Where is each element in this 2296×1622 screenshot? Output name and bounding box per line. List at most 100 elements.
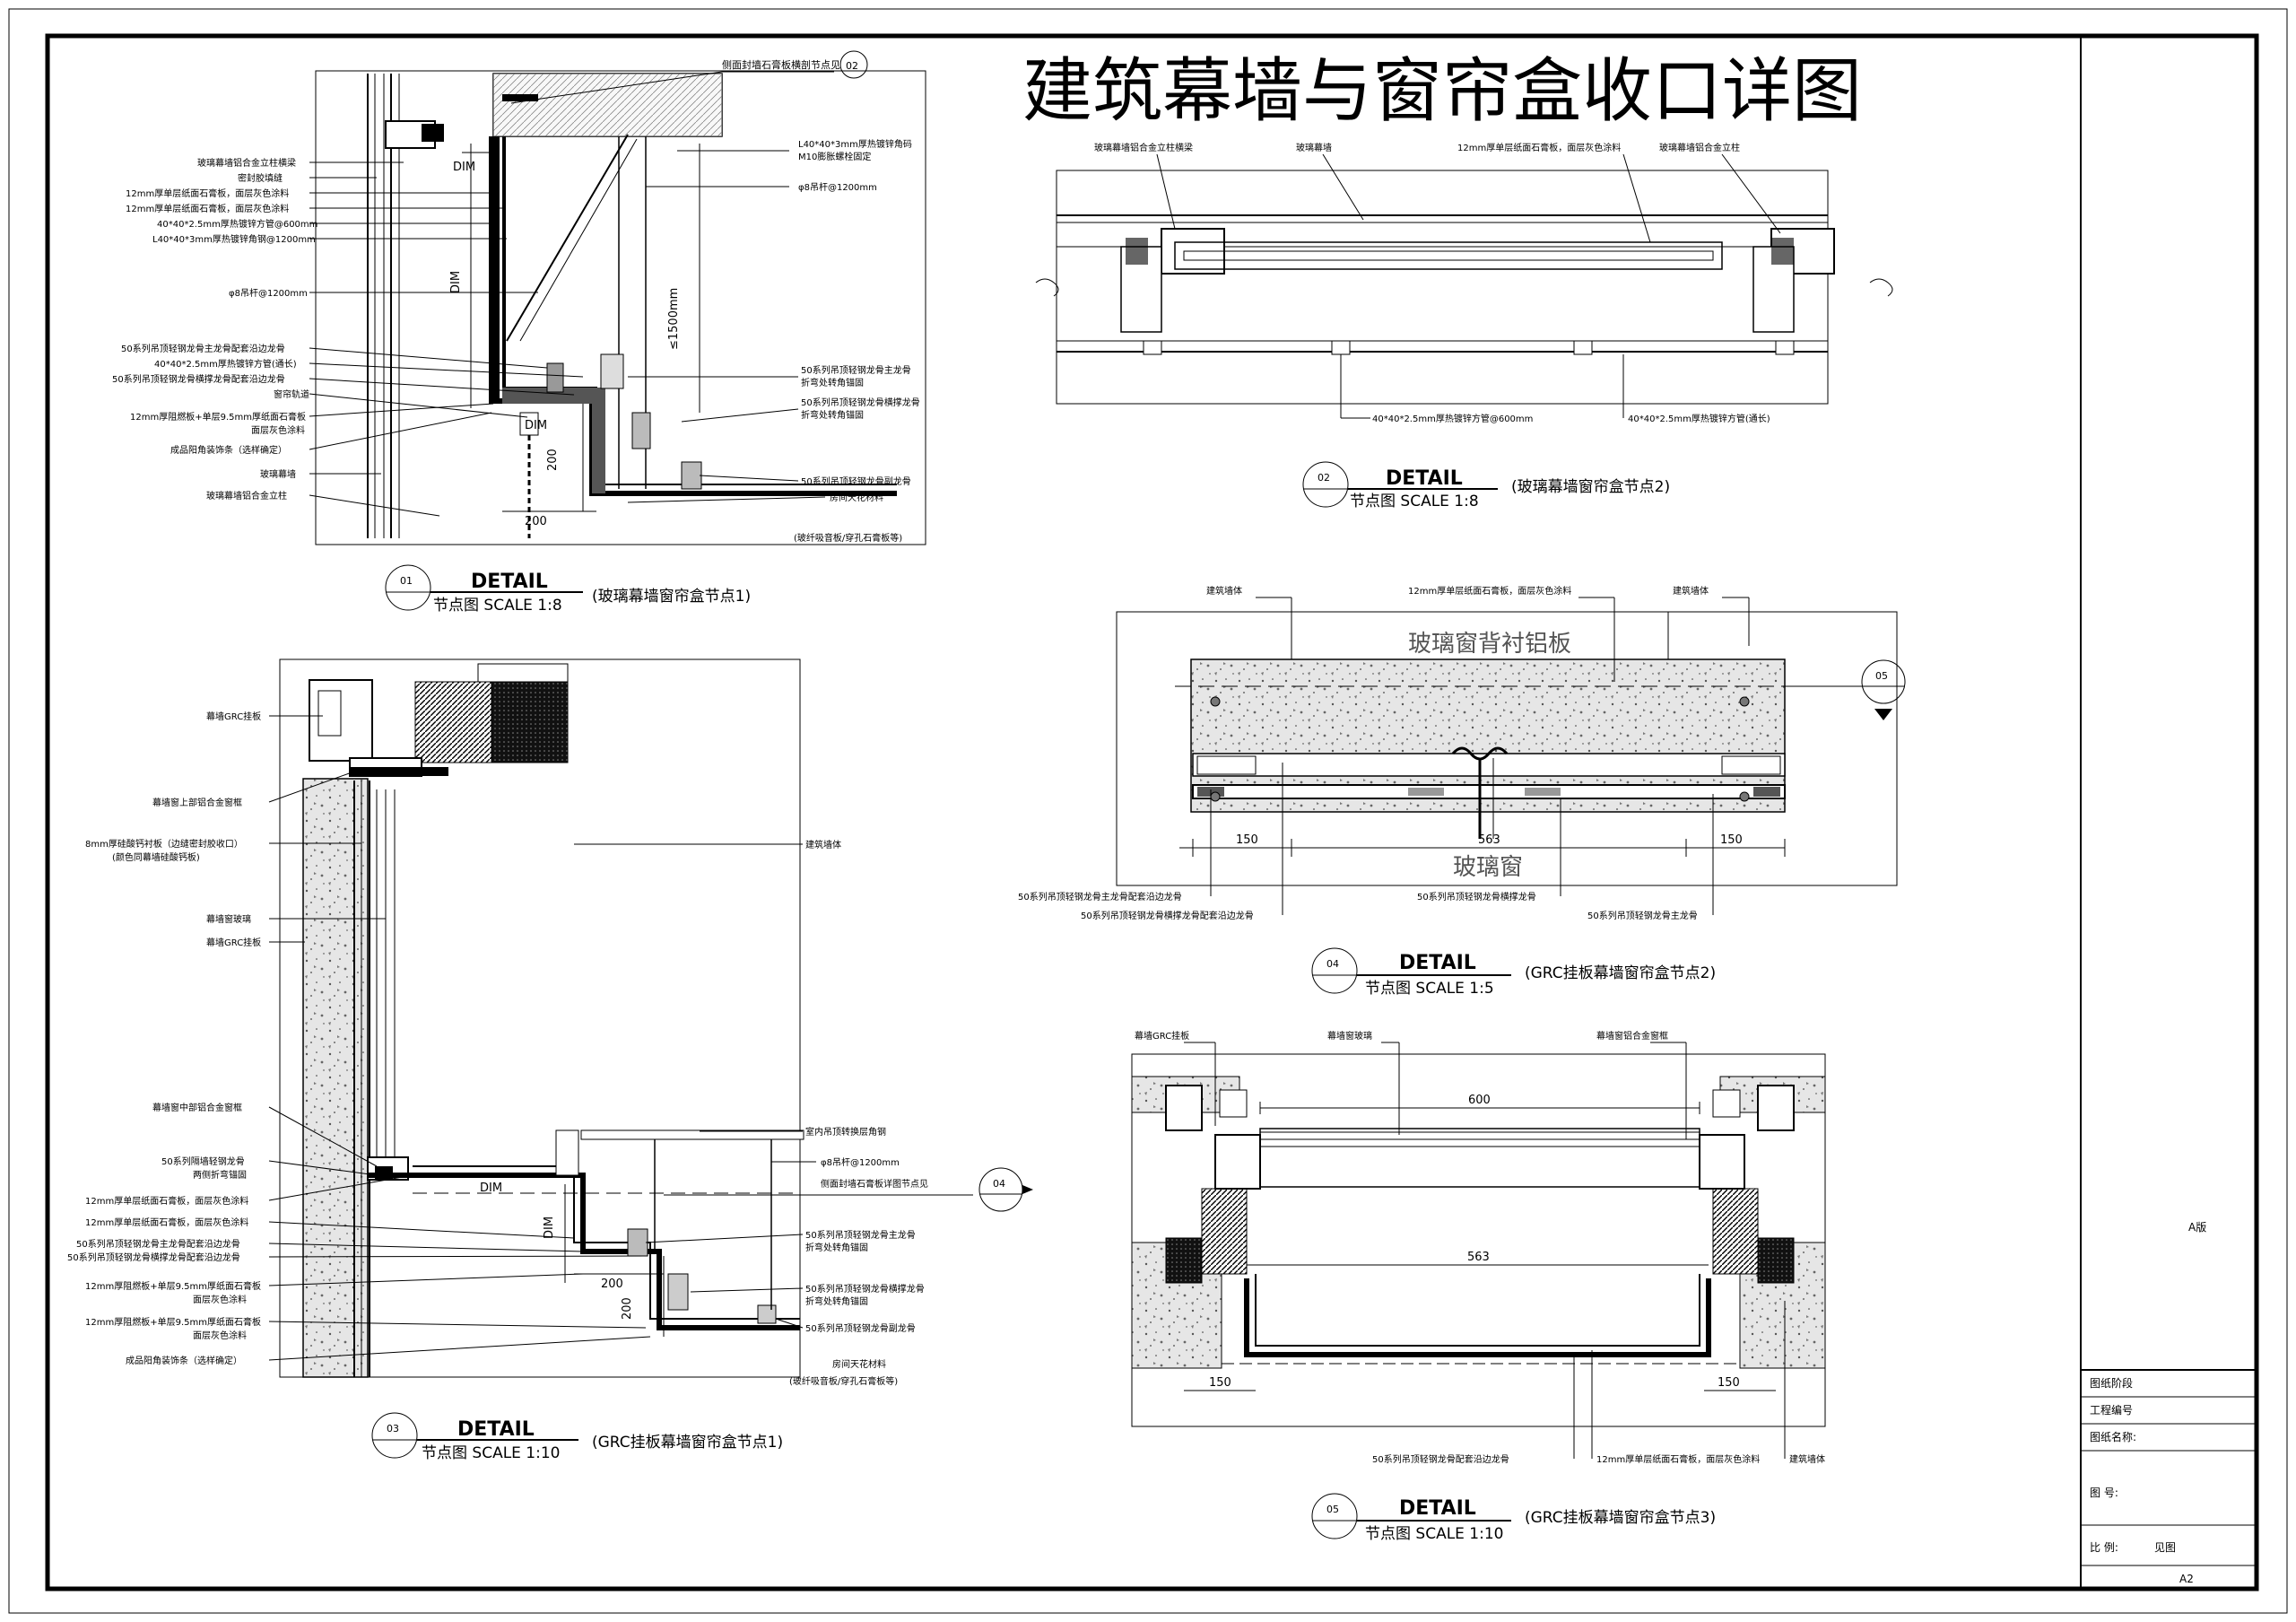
d03-left-label: 幕墙GRC挂板 — [206, 937, 261, 948]
d03-right-label: 房间天花材料 — [832, 1358, 886, 1370]
d03-left-label: 50系列吊顶轻钢龙骨横撑龙骨配套沿边龙骨 — [67, 1251, 240, 1263]
d03-right-label: 侧面封墙石膏板详图节点见 — [821, 1178, 928, 1190]
d03-left-label: 面层灰色涂料 — [193, 1294, 247, 1305]
d03-dim-c: 200 — [601, 1278, 623, 1291]
d01-top-ref: 侧面封墙石膏板横剖节点见 — [722, 58, 840, 71]
d02-caption-num: 02 — [1318, 472, 1330, 484]
d05-dim: 150 — [1718, 1376, 1740, 1390]
tb-sheet: A2 — [2179, 1573, 2194, 1585]
d03-right-label: 建筑墙体 — [805, 839, 841, 850]
d04-bottom-label: 50系列吊顶轻钢龙骨主龙骨 — [1587, 910, 1698, 921]
d05-caption-desc: (GRC挂板幕墙窗帘盒节点3) — [1525, 1509, 1716, 1527]
d04-bottom-label: 50系列吊顶轻钢龙骨主龙骨配套沿边龙骨 — [1018, 891, 1182, 903]
d03-left-labels: 幕墙GRC挂板 幕墙窗上部铝合金窗框 8mm厚硅酸钙衬板（边缝密封胶收口） (颜… — [67, 711, 651, 1366]
paper-size: A版 — [2188, 1221, 2206, 1234]
d01-left-label: 窗帘轨道 — [274, 388, 309, 400]
d05-dim: 600 — [1468, 1094, 1491, 1107]
d03-caption-desc: (GRC挂板幕墙窗帘盒节点1) — [592, 1434, 783, 1452]
d03-left-label: 12mm厚阻燃板+单层9.5mm厚纸面石膏板 — [85, 1316, 261, 1328]
d03-ref-num: 04 — [993, 1178, 1005, 1190]
sheet-title: 建筑幕墙与窗帘盒收口详图 — [1022, 51, 1862, 132]
d01-left-label: 面层灰色涂料 — [251, 424, 305, 436]
tb-name-label: 图纸名称: — [2090, 1430, 2136, 1443]
d03-right-label: 折弯处转角锚固 — [805, 1295, 868, 1307]
d03-left-label: 幕墙窗玻璃 — [206, 913, 251, 925]
d01-dim-f: DIM — [525, 419, 547, 432]
d01-right-label: (玻纤吸音板/穿孔石膏板等) — [794, 532, 902, 544]
d03-right-label: 室内吊顶转换层角钢 — [805, 1126, 886, 1138]
d05-dim: 563 — [1467, 1251, 1490, 1264]
d01-caption-scale: 节点图 SCALE 1:8 — [433, 597, 562, 615]
d01-left-label: 玻璃幕墙铝合金立柱横梁 — [197, 157, 296, 169]
d05-bottom-label: 50系列吊顶轻钢龙骨配套沿边龙骨 — [1372, 1453, 1509, 1465]
d03-dim-b: DIM — [543, 1216, 556, 1239]
d01-left-label: 玻璃幕墙铝合金立柱 — [206, 490, 287, 501]
d03-left-label: 12mm厚单层纸面石膏板，面层灰色涂料 — [85, 1195, 248, 1207]
d01-left-label: L40*40*3mm厚热镀锌角钢@1200mm — [152, 233, 316, 245]
d01-dim-a: DIM — [453, 161, 475, 174]
detail-01: DIM DIM ≤1500mm 200 200 DIM 侧面封墙石膏板横剖节点见… — [112, 50, 926, 615]
d05-top-label: 幕墙窗玻璃 — [1327, 1030, 1372, 1042]
tb-scale-value: 见图 — [2154, 1541, 2176, 1554]
tb-scale-label: 比 例: — [2090, 1541, 2118, 1554]
d01-left-label: 40*40*2.5mm厚热镀锌方管@600mm — [157, 218, 317, 230]
d05-caption: 05 DETAIL 节点图 SCALE 1:10 (GRC挂板幕墙窗帘盒节点3) — [1311, 1493, 1716, 1543]
d03-left-label: 成品阳角装饰条（选样确定） — [126, 1355, 242, 1366]
d01-left-label: φ8吊杆@1200mm — [229, 288, 308, 299]
d05-top-label: 幕墙窗铝合金窗框 — [1596, 1030, 1668, 1042]
d03-caption-scale: 节点图 SCALE 1:10 — [422, 1444, 561, 1462]
d03-left-label: 12mm厚单层纸面石膏板，面层灰色涂料 — [85, 1216, 248, 1228]
d02-caption-heading: DETAIL — [1386, 467, 1463, 490]
d03-dim-a: DIM — [480, 1182, 502, 1195]
d04-caption-scale: 节点图 SCALE 1:5 — [1365, 980, 1494, 998]
d02-caption-scale: 节点图 SCALE 1:8 — [1350, 493, 1479, 510]
d03-left-label: 幕墙窗中部铝合金窗框 — [152, 1102, 242, 1113]
d04-caption: 04 DETAIL 节点图 SCALE 1:5 (GRC挂板幕墙窗帘盒节点2) — [1311, 947, 1716, 998]
d01-right-label: 房间天花材料 — [830, 492, 883, 503]
detail-04: 玻璃窗背衬铝板 玻璃窗 150 563 150 05 建筑墙体 12mm厚单层纸… — [1018, 585, 1906, 998]
d01-caption-heading: DETAIL — [471, 571, 548, 593]
d04-bottom-label: 50系列吊顶轻钢龙骨横撑龙骨配套沿边龙骨 — [1081, 910, 1254, 921]
d04-bottom-label: 50系列吊顶轻钢龙骨横撑龙骨 — [1417, 891, 1536, 903]
d03-dim-d: 200 — [621, 1297, 634, 1320]
d03-caption-num: 03 — [387, 1423, 399, 1435]
d01-left-label: 玻璃幕墙 — [260, 468, 296, 480]
d03-left-label: 幕墙窗上部铝合金窗框 — [152, 797, 242, 808]
d03-right-label: φ8吊杆@1200mm — [821, 1157, 900, 1168]
d01-right-label: L40*40*3mm厚热镀锌角码 — [798, 138, 912, 150]
d05-caption-num: 05 — [1326, 1504, 1339, 1515]
d01-dim-c: ≤1500mm — [667, 288, 681, 350]
d02-label: 12mm厚单层纸面石膏板，面层灰色涂料 — [1457, 142, 1621, 153]
d04-ref-num: 05 — [1875, 670, 1888, 682]
detail-05: 600 563 150 150 幕墙GRC挂板 幕墙窗玻璃 幕墙窗铝合金窗框 5… — [1131, 1030, 1826, 1543]
d03-left-label: 面层灰色涂料 — [193, 1330, 247, 1341]
d01-caption-num: 01 — [400, 575, 413, 587]
d03-right-label: 折弯处转角锚固 — [805, 1242, 868, 1253]
d01-left-labels: 玻璃幕墙铝合金立柱横梁 密封胶填缝 12mm厚单层纸面石膏板，面层灰色涂料 12… — [112, 157, 584, 517]
d01-right-label: M10膨胀螺栓固定 — [798, 151, 871, 162]
d03-left-label: 两侧折弯锚固 — [193, 1169, 247, 1181]
d04-caption-desc: (GRC挂板幕墙窗帘盒节点2) — [1525, 964, 1716, 982]
d04-dim: 563 — [1478, 833, 1500, 847]
d01-top-ref-num: 02 — [846, 60, 858, 72]
d01-right-label: 50系列吊顶轻钢龙骨横撑龙骨 — [801, 397, 920, 408]
d02-bottom-label: 40*40*2.5mm厚热镀锌方管@600mm — [1372, 413, 1533, 424]
d01-caption-desc: (玻璃幕墙窗帘盒节点1) — [592, 588, 751, 606]
tb-number-label: 图 号: — [2090, 1487, 2118, 1499]
d03-right-label: 50系列吊顶轻钢龙骨副龙骨 — [805, 1322, 916, 1334]
tb-project-label: 工程编号 — [2090, 1403, 2133, 1417]
d05-caption-heading: DETAIL — [1399, 1497, 1476, 1520]
d01-right-label: 50系列吊顶轻钢龙骨主龙骨 — [801, 364, 911, 376]
d01-left-label: 12mm厚阻燃板+单层9.5mm厚纸面石膏板 — [130, 411, 306, 423]
d02-bottom-label: 40*40*2.5mm厚热镀锌方管(通长) — [1628, 413, 1770, 424]
d03-right-labels: 建筑墙体 室内吊顶转换层角钢 φ8吊杆@1200mm 侧面封墙石膏板详图节点见 … — [574, 839, 928, 1387]
d01-right-label: φ8吊杆@1200mm — [798, 182, 877, 193]
d03-left-label: 50系列隔墙轻钢龙骨 — [161, 1155, 245, 1167]
d05-top-label: 幕墙GRC挂板 — [1135, 1030, 1189, 1042]
d02-caption: 02 DETAIL 节点图 SCALE 1:8 (玻璃幕墙窗帘盒节点2) — [1302, 461, 1670, 510]
d04-top-label: 建筑墙体 — [1206, 585, 1242, 597]
d03-left-label: 8mm厚硅酸钙衬板（边缝密封胶收口） — [85, 838, 243, 850]
d04-top-label: 建筑墙体 — [1673, 585, 1709, 597]
d04-caption-num: 04 — [1326, 958, 1339, 970]
